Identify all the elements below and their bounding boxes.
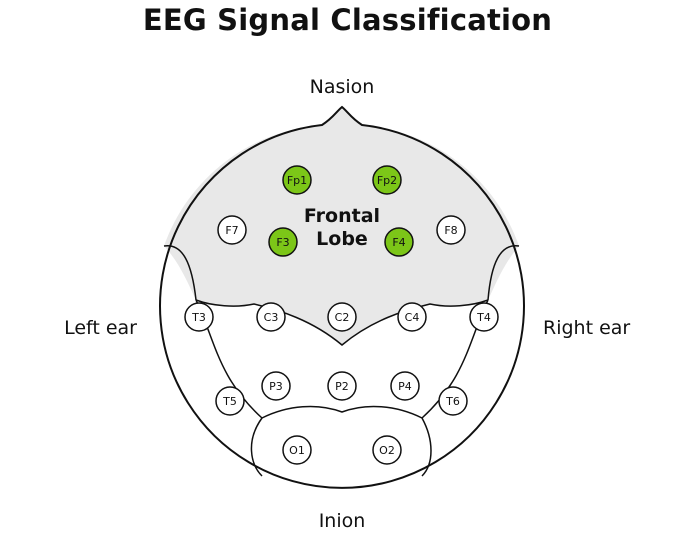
electrode-f3: F3 xyxy=(268,227,298,257)
inion-label: Inion xyxy=(319,510,366,532)
electrode-t5-label: T5 xyxy=(222,395,237,408)
electrode-t5-marker xyxy=(215,386,245,416)
electrode-fp1: Fp1 xyxy=(282,165,312,195)
electrode-c2-marker xyxy=(327,302,357,332)
electrode-p2: P2 xyxy=(327,371,357,401)
electrode-t5: T5 xyxy=(215,386,245,416)
electrode-t4-marker xyxy=(469,302,499,332)
electrode-c3-marker xyxy=(256,302,286,332)
electrode-f7: F7 xyxy=(217,215,247,245)
electrode-o1-label: O1 xyxy=(289,444,305,457)
electrode-p4: P4 xyxy=(390,371,420,401)
electrode-t6: T6 xyxy=(438,386,468,416)
electrode-p4-label: P4 xyxy=(398,380,412,393)
frontal-lobe-label-line1: Frontal xyxy=(304,205,380,227)
electrode-p2-marker xyxy=(327,371,357,401)
electrode-t3: T3 xyxy=(184,302,214,332)
electrode-o1-marker xyxy=(282,435,312,465)
electrode-p4-marker xyxy=(390,371,420,401)
electrode-t6-label: T6 xyxy=(445,395,460,408)
electrode-f7-label: F7 xyxy=(225,224,238,237)
electrode-fp1-label: Fp1 xyxy=(287,174,307,187)
electrode-c4: C4 xyxy=(397,302,427,332)
electrode-c2-label: C2 xyxy=(335,311,350,324)
electrode-fp2-label: Fp2 xyxy=(377,174,397,187)
frontal-region xyxy=(164,107,519,345)
electrode-o2-label: O2 xyxy=(379,444,395,457)
electrode-c3: C3 xyxy=(256,302,286,332)
right-ear-label: Right ear xyxy=(543,317,630,339)
electrode-p3-label: P3 xyxy=(269,380,283,393)
electrode-fp2-marker xyxy=(372,165,402,195)
electrode-f3-marker xyxy=(268,227,298,257)
nasion-label: Nasion xyxy=(310,76,375,98)
electrode-fp1-marker xyxy=(282,165,312,195)
electrode-p2-label: P2 xyxy=(335,380,349,393)
electrode-c4-label: C4 xyxy=(405,311,420,324)
electrode-c2: C2 xyxy=(327,302,357,332)
electrode-f4: F4 xyxy=(384,227,414,257)
electrode-t3-label: T3 xyxy=(191,311,206,324)
electrode-f7-marker xyxy=(217,215,247,245)
electrode-t4: T4 xyxy=(469,302,499,332)
electrode-f8-marker xyxy=(436,215,466,245)
electrode-p3: P3 xyxy=(261,371,291,401)
electrode-f3-label: F3 xyxy=(276,236,289,249)
electrode-t4-label: T4 xyxy=(476,311,491,324)
left-ear-label: Left ear xyxy=(64,317,137,339)
electrode-c4-marker xyxy=(397,302,427,332)
electrode-o1: O1 xyxy=(282,435,312,465)
electrode-f8: F8 xyxy=(436,215,466,245)
electrode-f4-marker xyxy=(384,227,414,257)
electrode-fp2: Fp2 xyxy=(372,165,402,195)
page-title: EEG Signal Classification xyxy=(142,3,553,37)
electrode-f8-label: F8 xyxy=(444,224,457,237)
head-outline xyxy=(159,105,525,489)
electrode-t3-marker xyxy=(184,302,214,332)
electrode-o2-marker xyxy=(372,435,402,465)
electrode-o2: O2 xyxy=(372,435,402,465)
electrode-p3-marker xyxy=(261,371,291,401)
electrode-t6-marker xyxy=(438,386,468,416)
electrode-c3-label: C3 xyxy=(264,311,279,324)
electrode-f4-label: F4 xyxy=(392,236,405,249)
frontal-lobe-label-line2: Lobe xyxy=(316,228,368,250)
